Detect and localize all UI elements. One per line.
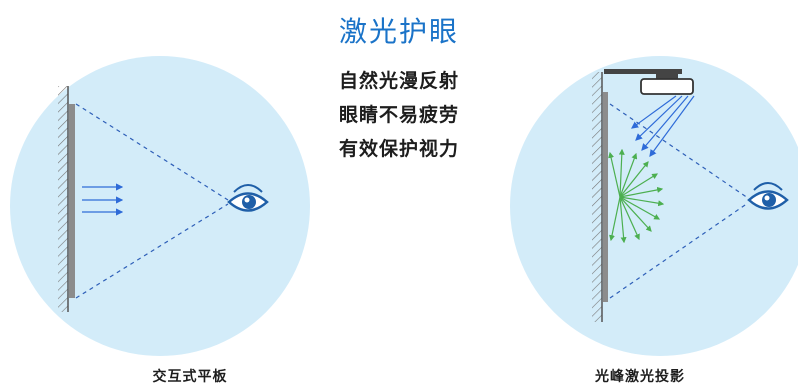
right-eye-icon [747,182,789,210]
diffuse-reflection-rays [608,148,665,244]
right-scene [510,56,798,356]
diffuse-ray [619,196,665,207]
projector-beam-1 [631,95,677,129]
diffuse-ray [619,196,652,232]
diffuse-ray [619,196,627,244]
projector-beam-2 [635,95,683,141]
projector-beam-4 [649,95,695,157]
diffuse-ray [619,196,661,220]
left-scene [10,56,310,356]
benefit-line-2: 眼睛不易疲劳 [338,104,459,126]
left-sightline-bottom [75,203,229,299]
right-sightline-top [609,103,749,199]
diffuse-ray [619,196,640,241]
left-wall-hatch [58,86,68,312]
left-sightline-top [75,103,229,201]
diffuse-ray [619,152,638,198]
projector-body [640,78,694,95]
benefit-line-3: 有效保护视力 [338,138,459,160]
projector-mount-bracket [656,74,678,80]
projector-beam-3 [641,95,689,151]
benefit-line-1: 自然光漫反射 [338,70,459,92]
right-background-circle [510,56,798,356]
diffuse-ray [618,148,625,198]
left-caption: 交互式平板 [152,369,228,385]
right-sightline-bottom [609,202,749,299]
projection-screen [603,92,608,302]
diffuse-ray [609,196,621,242]
benefit-list: 自然光漫反射 眼睛不易疲劳 有效保护视力 [0,64,798,166]
right-caption: 光峰激光投影 [595,369,685,385]
diffuse-ray [619,173,659,198]
projector-mount-arm [604,69,682,74]
diffuse-ray [619,186,664,198]
flat-panel-screen [69,104,75,298]
left-eye-icon [227,184,269,212]
diffuse-ray [619,161,649,198]
right-wall-hatch [592,72,602,322]
page-title: 激光护眼 [338,15,459,48]
left-background-circle [10,56,310,356]
diffuse-ray [608,151,621,198]
